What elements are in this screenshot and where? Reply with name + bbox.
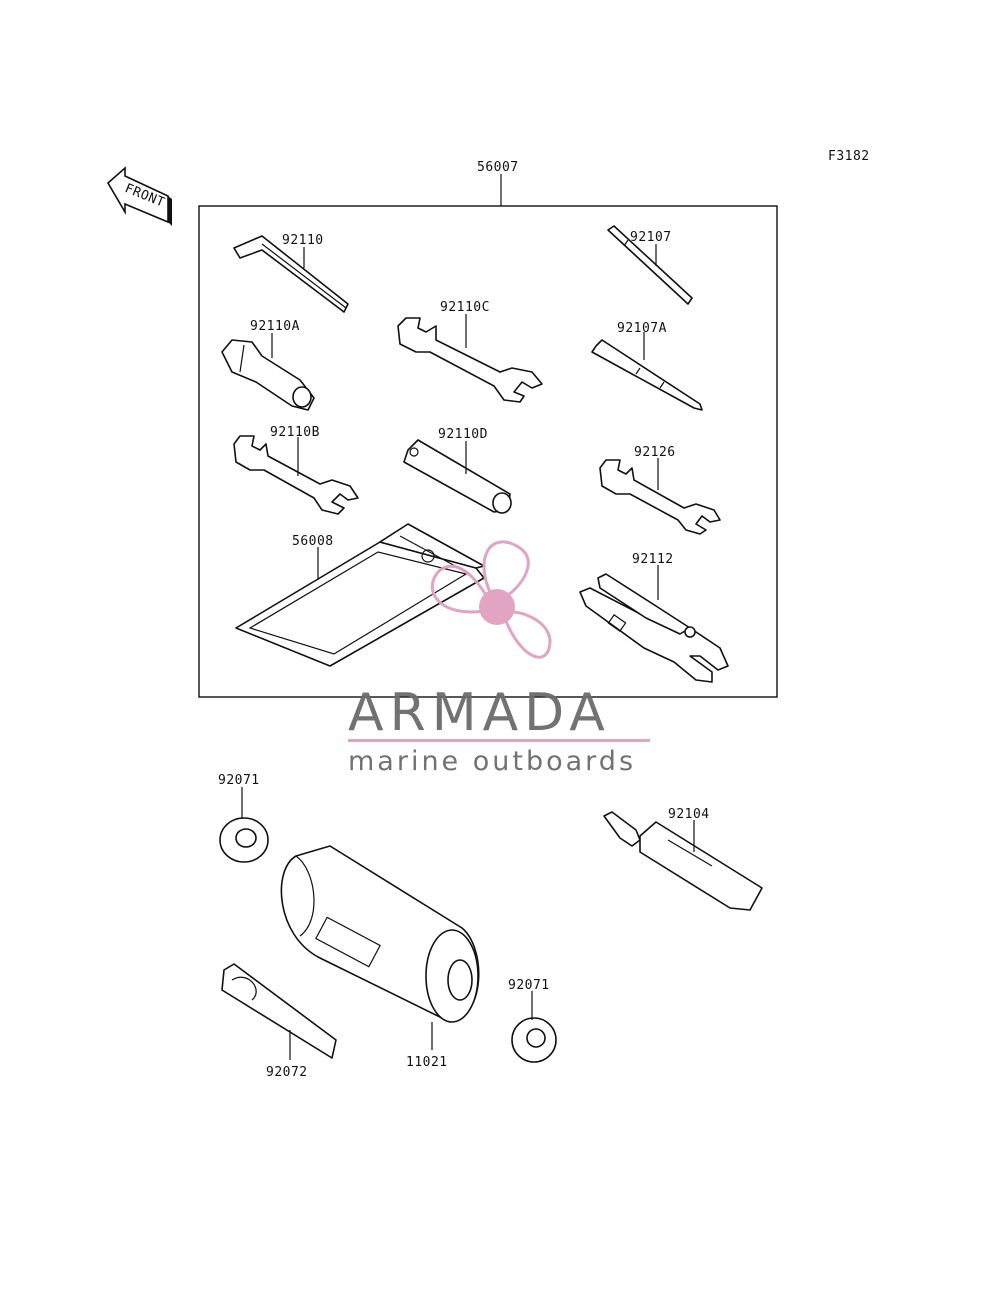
label-92071-bottom: 92071 — [508, 978, 550, 993]
screwdriver-icon — [591, 339, 703, 411]
open-wrench-c-icon — [397, 317, 543, 403]
open-wrench-small-icon — [599, 459, 721, 535]
brand-name: ARMADA — [348, 683, 611, 743]
screwdriver-bit-icon — [607, 225, 693, 305]
front-arrow-icon: FRONT — [106, 166, 172, 226]
label-92071-top: 92071 — [218, 773, 260, 788]
label-92112: 92112 — [632, 552, 674, 567]
armada-logo: ARMADA marine outboards — [348, 540, 650, 777]
figure-id: F3182 — [828, 149, 870, 164]
label-92104: 92104 — [668, 807, 710, 822]
label-56007: 56007 — [477, 160, 519, 175]
tube-icon — [603, 811, 763, 911]
label-92110D: 92110D — [438, 427, 488, 442]
label-92110B: 92110B — [270, 425, 320, 440]
hex-key-icon — [233, 235, 349, 313]
label-92107A: 92107A — [617, 321, 667, 336]
label-92110: 92110 — [282, 233, 324, 248]
label-92110C: 92110C — [440, 300, 490, 315]
label-92107: 92107 — [630, 230, 672, 245]
propeller-icon — [430, 540, 552, 659]
cylinder-icon — [280, 845, 480, 1023]
label-92126: 92126 — [634, 445, 676, 460]
washer-bottom-icon — [511, 1017, 557, 1063]
label-11021: 11021 — [406, 1055, 448, 1070]
clip-icon — [221, 963, 337, 1059]
label-56008: 56008 — [292, 534, 334, 549]
socket-wrench-icon — [221, 339, 315, 411]
label-92110A: 92110A — [250, 319, 300, 334]
tube-wrench-icon — [403, 439, 512, 514]
brand-tagline: marine outboards — [348, 746, 636, 777]
kit-frame — [198, 205, 778, 698]
tool-bag-icon — [235, 523, 485, 667]
washer-top-icon — [219, 817, 269, 863]
pliers-icon — [579, 573, 729, 683]
label-92072: 92072 — [266, 1065, 308, 1080]
open-wrench-b-icon — [233, 435, 359, 515]
